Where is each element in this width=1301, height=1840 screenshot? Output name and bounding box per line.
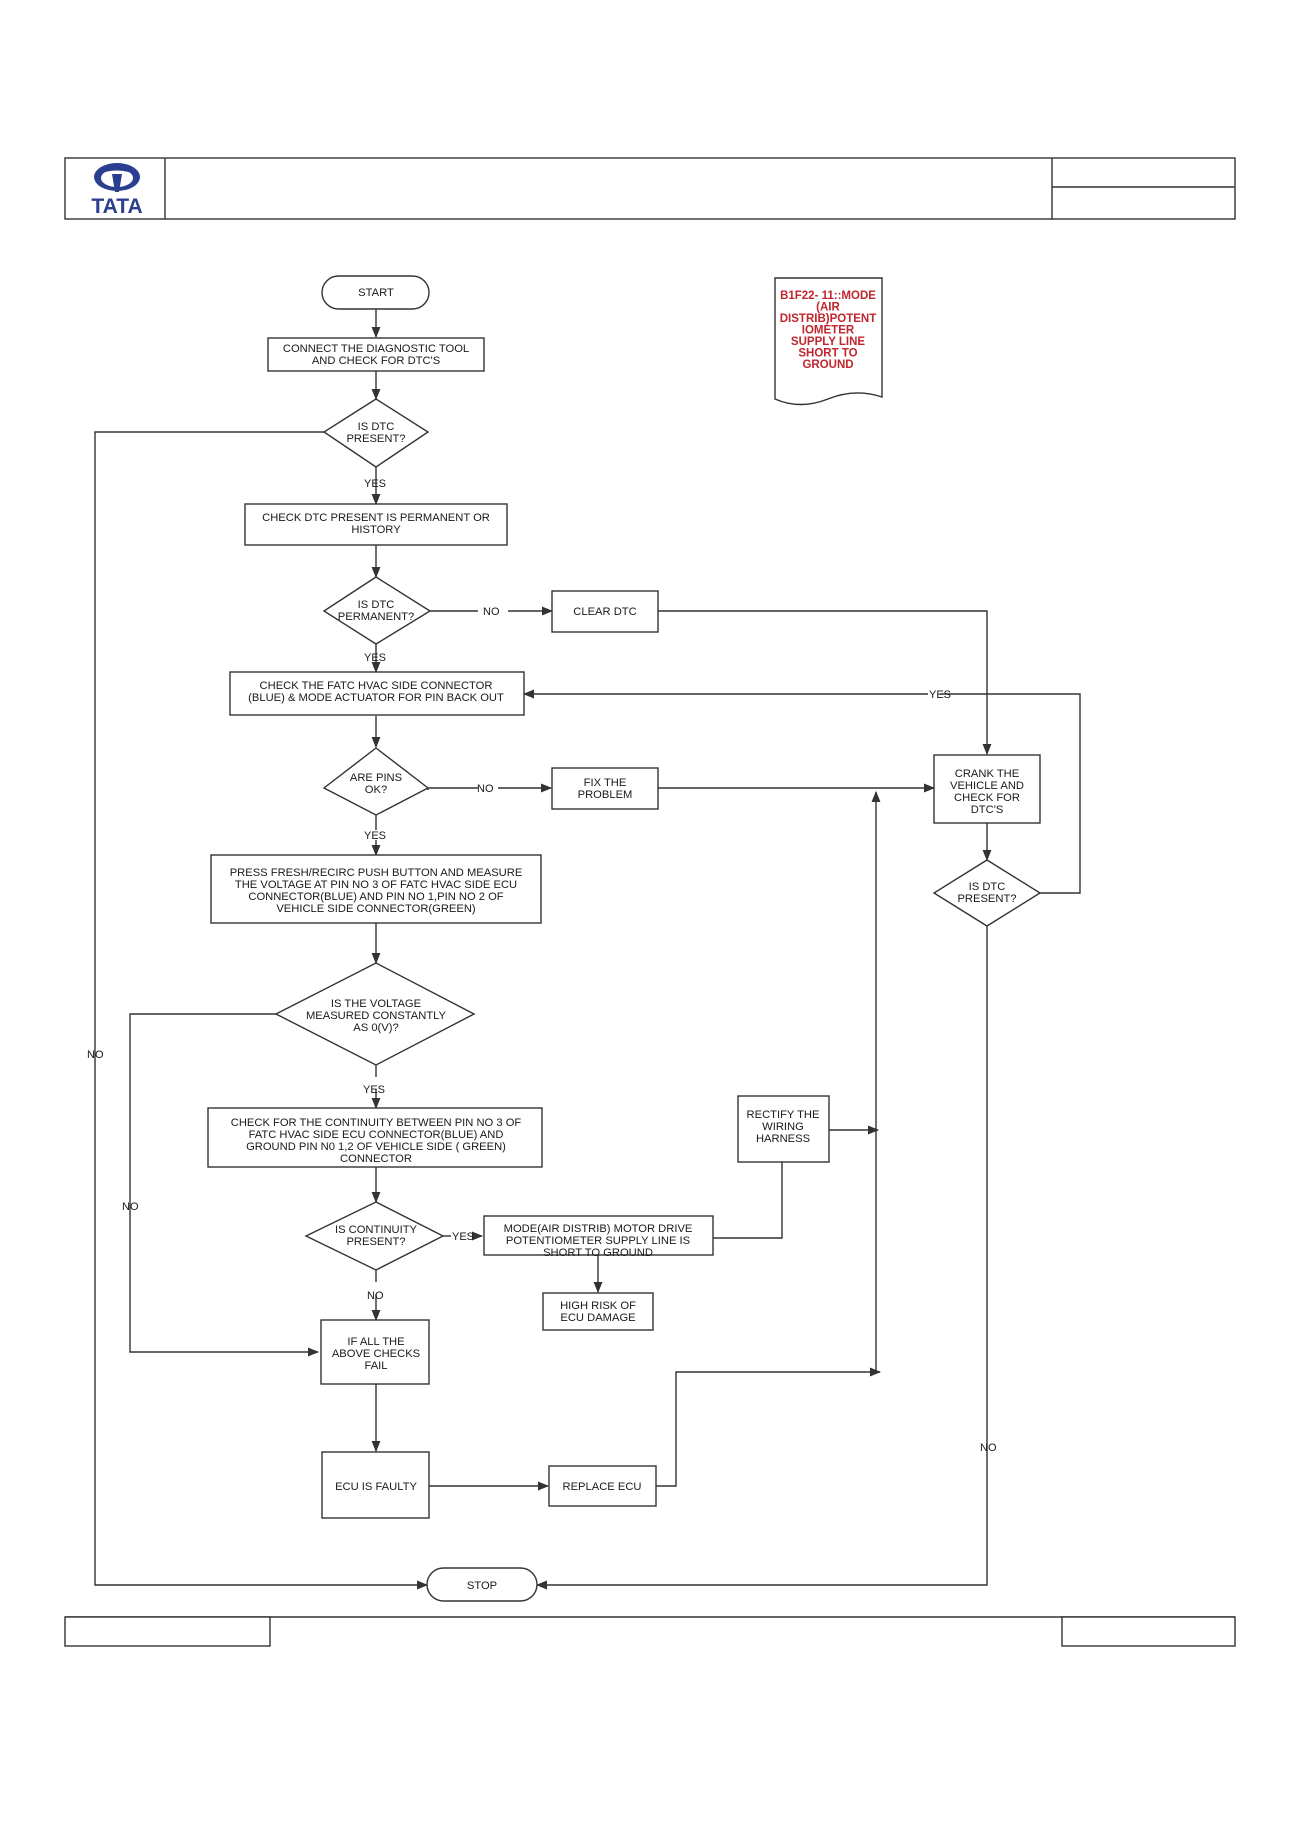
doc-note-text: GROUND [802,359,853,371]
mode-short-text: SHORT TO GROUND [543,1247,653,1259]
clear-dtc-box [551,590,659,633]
fix-text: PROBLEM [578,789,633,801]
is-perm-text: PERMANENT? [338,611,414,623]
rectify-text: HARNESS [756,1133,810,1145]
rectify-harness-box [737,1095,830,1163]
crank-text: CRANK THE [955,768,1019,780]
footer-frame [64,1616,1236,1647]
dtc-present-decision [322,398,430,468]
check-conn-text: CHECK THE FATC HVAC SIDE CONNECTOR [260,680,493,692]
all-fail-text: FAIL [364,1360,387,1372]
label-yes-pins: YES [364,830,386,842]
rectify-text: WIRING [762,1121,804,1133]
label-no-dtc-left: NO [87,1049,104,1061]
label-yes-loop: YES [929,689,951,701]
dtc-document-note [774,277,883,406]
label-no-voltage: NO [122,1201,139,1213]
crank-vehicle-box [933,754,1041,824]
start-text: START [358,287,394,299]
ecu-faulty-box [321,1451,430,1519]
high-risk-box [542,1292,654,1331]
label-yes-permanent: YES [364,652,386,664]
doc-note-text: SHORT TO [798,348,857,360]
continuity-check-text: FATC HVAC SIDE ECU CONNECTOR(BLUE) AND [249,1129,504,1141]
replace-text: REPLACE ECU [563,1481,642,1493]
crank-text: VEHICLE AND [950,780,1024,792]
measure-voltage-box [210,854,542,924]
check-conn-text: (BLUE) & MODE ACTUATOR FOR PIN BACK OUT [248,692,504,704]
all-fail-text: ABOVE CHECKS [332,1348,420,1360]
fix-problem-box [551,767,659,810]
high-risk-text: HIGH RISK OF [560,1300,636,1312]
doc-note-text: (AIR [816,302,840,314]
press-text: PRESS FRESH/RECIRC PUSH BUTTON AND MEASU… [230,867,523,879]
stop-terminal [426,1567,538,1602]
connect-tool-box [267,337,485,372]
stop-text: STOP [467,1580,497,1592]
voltage-zero-decision [274,962,476,1066]
crank-text: DTC'S [971,804,1004,816]
fix-text: FIX THE [584,777,627,789]
high-risk-text: ECU DAMAGE [560,1312,635,1324]
label-yes-continuity: YES [452,1231,474,1243]
replace-ecu-box [548,1465,657,1507]
continuity-check-box [207,1107,543,1168]
continuity-check-text: GROUND PIN N0 1,2 OF VEHICLE SIDE ( GREE… [246,1141,506,1153]
connect-text: AND CHECK FOR DTC'S [312,355,440,367]
press-text: CONNECTOR(BLUE) AND PIN NO 1,PIN NO 2 OF [248,891,503,903]
voltage-text: MEASURED CONSTANTLY [306,1010,447,1022]
label-no-permanent: NO [483,606,500,618]
tata-logo: TATA [91,163,143,218]
pins-ok-text: ARE PINS [350,772,402,784]
check-connector-box [229,671,525,716]
voltage-text: IS THE VOLTAGE [331,998,421,1010]
continuity-check-text: CONNECTOR [340,1153,412,1165]
pins-ok-text: OK? [365,784,387,796]
clear-dtc-text: CLEAR DTC [573,606,636,618]
check-perm-text: HISTORY [351,524,401,536]
start-terminal [321,275,430,310]
continuity-present-decision [304,1201,445,1271]
check-perm-text: CHECK DTC PRESENT IS PERMANENT OR [262,512,490,524]
connect-text: CONNECT THE DIAGNOSTIC TOOL [283,343,469,355]
label-yes-voltage: YES [363,1084,385,1096]
doc-note-text: SUPPLY LINE [791,336,865,348]
press-text: VEHICLE SIDE CONNECTOR(GREEN) [276,903,476,915]
is-cont-text: PRESENT? [346,1236,405,1248]
label-no-continuity: NO [367,1290,384,1302]
mode-short-text: POTENTIOMETER SUPPLY LINE IS [506,1235,690,1247]
dtc-present1-text: IS DTC [358,421,395,433]
is-perm-text: IS DTC [358,599,395,611]
header-frame [64,157,1236,220]
label-no-dtc-right: NO [980,1442,997,1454]
ecu-faulty-text: ECU IS FAULTY [335,1481,417,1493]
dtc-present-recheck-decision [932,859,1042,927]
mode-short-box [483,1215,714,1256]
press-text: THE VOLTAGE AT PIN NO 3 OF FATC HVAC SID… [235,879,517,891]
doc-note-text: B1F22- 11::MODE [780,290,876,302]
doc-note-text: DISTRIB)POTENT [780,313,876,325]
logo-text: TATA [91,195,142,218]
dtc-present2-text: PRESENT? [957,893,1016,905]
rectify-text: RECTIFY THE [747,1109,820,1121]
voltage-text: AS 0(V)? [353,1022,398,1034]
edge-labels: YES NO YES YES NO YES YES NO NO YES NO N… [87,478,997,1454]
all-checks-fail-box [320,1319,430,1385]
mode-short-text: MODE(AIR DISTRIB) MOTOR DRIVE [504,1223,693,1235]
pins-ok-decision [322,747,430,816]
dtc-present2-text: IS DTC [969,881,1006,893]
label-yes-dtc: YES [364,478,386,490]
check-permanent-box [244,503,508,546]
label-no-pins: NO [477,783,494,795]
crank-text: CHECK FOR [954,792,1020,804]
continuity-check-text: CHECK FOR THE CONTINUITY BETWEEN PIN NO … [231,1117,522,1129]
doc-note-text: IOMETER [802,325,855,337]
is-cont-text: IS CONTINUITY [335,1224,418,1236]
connectors [94,309,1081,1590]
dtc-permanent-decision [322,576,432,645]
all-fail-text: IF ALL THE [347,1336,404,1348]
dtc-present1-text: PRESENT? [346,433,405,445]
